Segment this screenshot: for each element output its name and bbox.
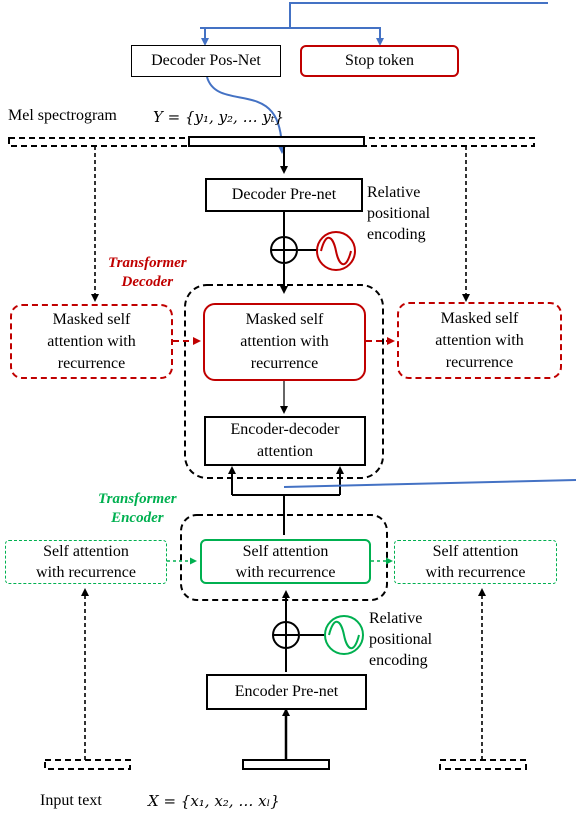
encoder-pos-encoding-label: Relative positional encoding <box>369 610 433 669</box>
masked-self-attention-center: Masked self attention with recurrence <box>203 303 366 381</box>
encoder-prenet-label: Encoder Pre-net <box>234 683 339 700</box>
transformer-decoder-title: Transformer Decoder <box>108 255 187 290</box>
encoder-output-blue-line <box>283 479 577 488</box>
stop-token-box: Stop token <box>300 45 459 77</box>
masked-self-attention-left: Masked self attention with recurrence <box>10 304 173 379</box>
decoder-postnet-box: Decoder Pos-Net <box>131 45 281 77</box>
self-attention-center: Self attention with recurrence <box>200 539 371 584</box>
mel-spectrogram-label: Mel spectrogram <box>8 107 117 124</box>
decoder-postnet-label: Decoder Pos-Net <box>151 52 261 69</box>
masked-self-attention-right: Masked self attention with recurrence <box>397 302 562 379</box>
input-token-left <box>44 759 131 770</box>
decoder-sum-icon <box>270 236 298 264</box>
decoder-sine-wave-icon <box>316 231 356 271</box>
decoder-prenet-box: Decoder Pre-net <box>205 178 363 212</box>
mel-current-frame <box>188 136 365 147</box>
encoder-sum-icon <box>272 621 300 649</box>
input-text-label: Input text <box>40 792 102 809</box>
encoder-prenet-box: Encoder Pre-net <box>206 674 367 710</box>
encoder-decoder-attention-box: Encoder-decoder attention <box>204 416 366 466</box>
input-token-right <box>439 759 527 770</box>
self-attention-right: Self attention with recurrence <box>394 540 557 584</box>
stop-token-label: Stop token <box>345 52 414 69</box>
encoder-sine-wave-icon <box>324 615 364 655</box>
transformer-encoder-title: Transformer Encoder <box>98 491 177 526</box>
input-token-center <box>242 759 330 770</box>
self-attention-left: Self attention with recurrence <box>5 540 167 584</box>
decoder-pos-encoding-label: Relative positional encoding <box>367 184 431 243</box>
feedback-arrow-stoptoken <box>290 27 384 46</box>
decoder-prenet-label: Decoder Pre-net <box>231 186 337 203</box>
output-feedback-line <box>200 2 548 29</box>
decoder-block-outline <box>184 284 384 479</box>
mel-formula: Y = {y₁, y₂, … yₜ} <box>153 108 285 126</box>
input-formula: X = {x₁, x₂, … xₗ} <box>148 792 280 810</box>
